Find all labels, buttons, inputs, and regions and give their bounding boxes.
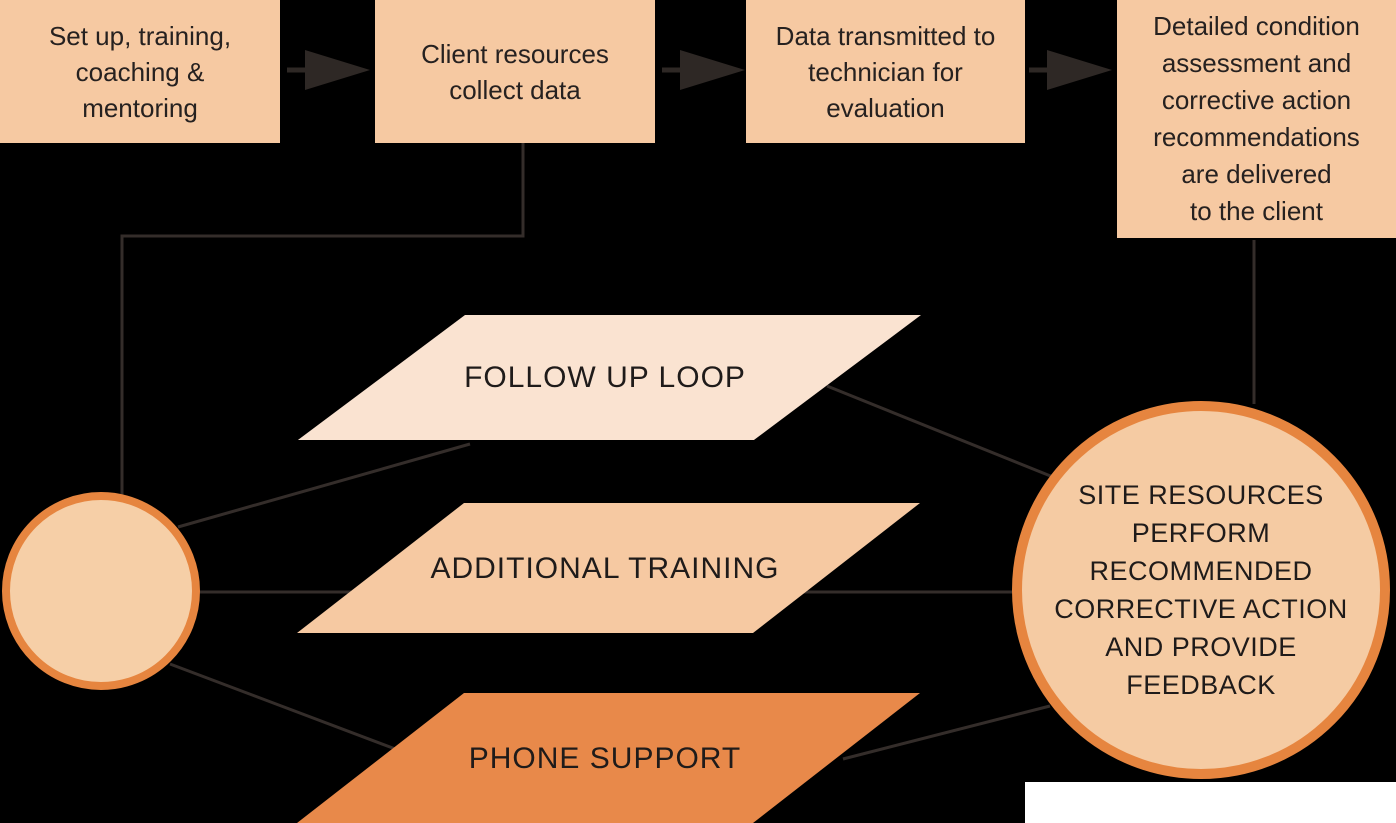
follow-up-loop-label: FOLLOW UP LOOP xyxy=(464,361,746,394)
start-node-circle xyxy=(2,492,200,690)
process-box-collect-data-label: Client resources collect data xyxy=(421,38,609,105)
process-box-data-transmitted: Data transmitted to technician for evalu… xyxy=(746,0,1025,143)
process-box-setup: Set up, training, coaching & mentoring xyxy=(0,0,280,143)
arrow-right-icon xyxy=(1047,50,1112,90)
arrow-right-icon xyxy=(305,50,370,90)
additional-training-label: ADDITIONAL TRAINING xyxy=(430,552,780,585)
process-box-collect-data: Client resources collect data xyxy=(375,0,655,143)
arrow-right-icon xyxy=(680,50,745,90)
process-box-data-transmitted-label: Data transmitted to technician for evalu… xyxy=(775,20,996,123)
process-box-assessment-delivered: Detailed condition assessment and correc… xyxy=(1117,0,1396,238)
process-box-setup-label: Set up, training, coaching & mentoring xyxy=(48,20,232,123)
site-resources-circle: SITE RESOURCES PERFORM RECOMMENDED CORRE… xyxy=(1012,401,1390,779)
phone-support-label: PHONE SUPPORT xyxy=(468,742,742,775)
connector-start-to-phone-support xyxy=(169,662,399,752)
connector-start-to-follow-up-loop xyxy=(177,442,471,529)
process-box-assessment-delivered-label: Detailed condition assessment and correc… xyxy=(1153,11,1360,226)
site-resources-circle-label: SITE RESOURCES PERFORM RECOMMENDED CORRE… xyxy=(1054,480,1348,700)
footer-white-rectangle xyxy=(1025,782,1396,823)
